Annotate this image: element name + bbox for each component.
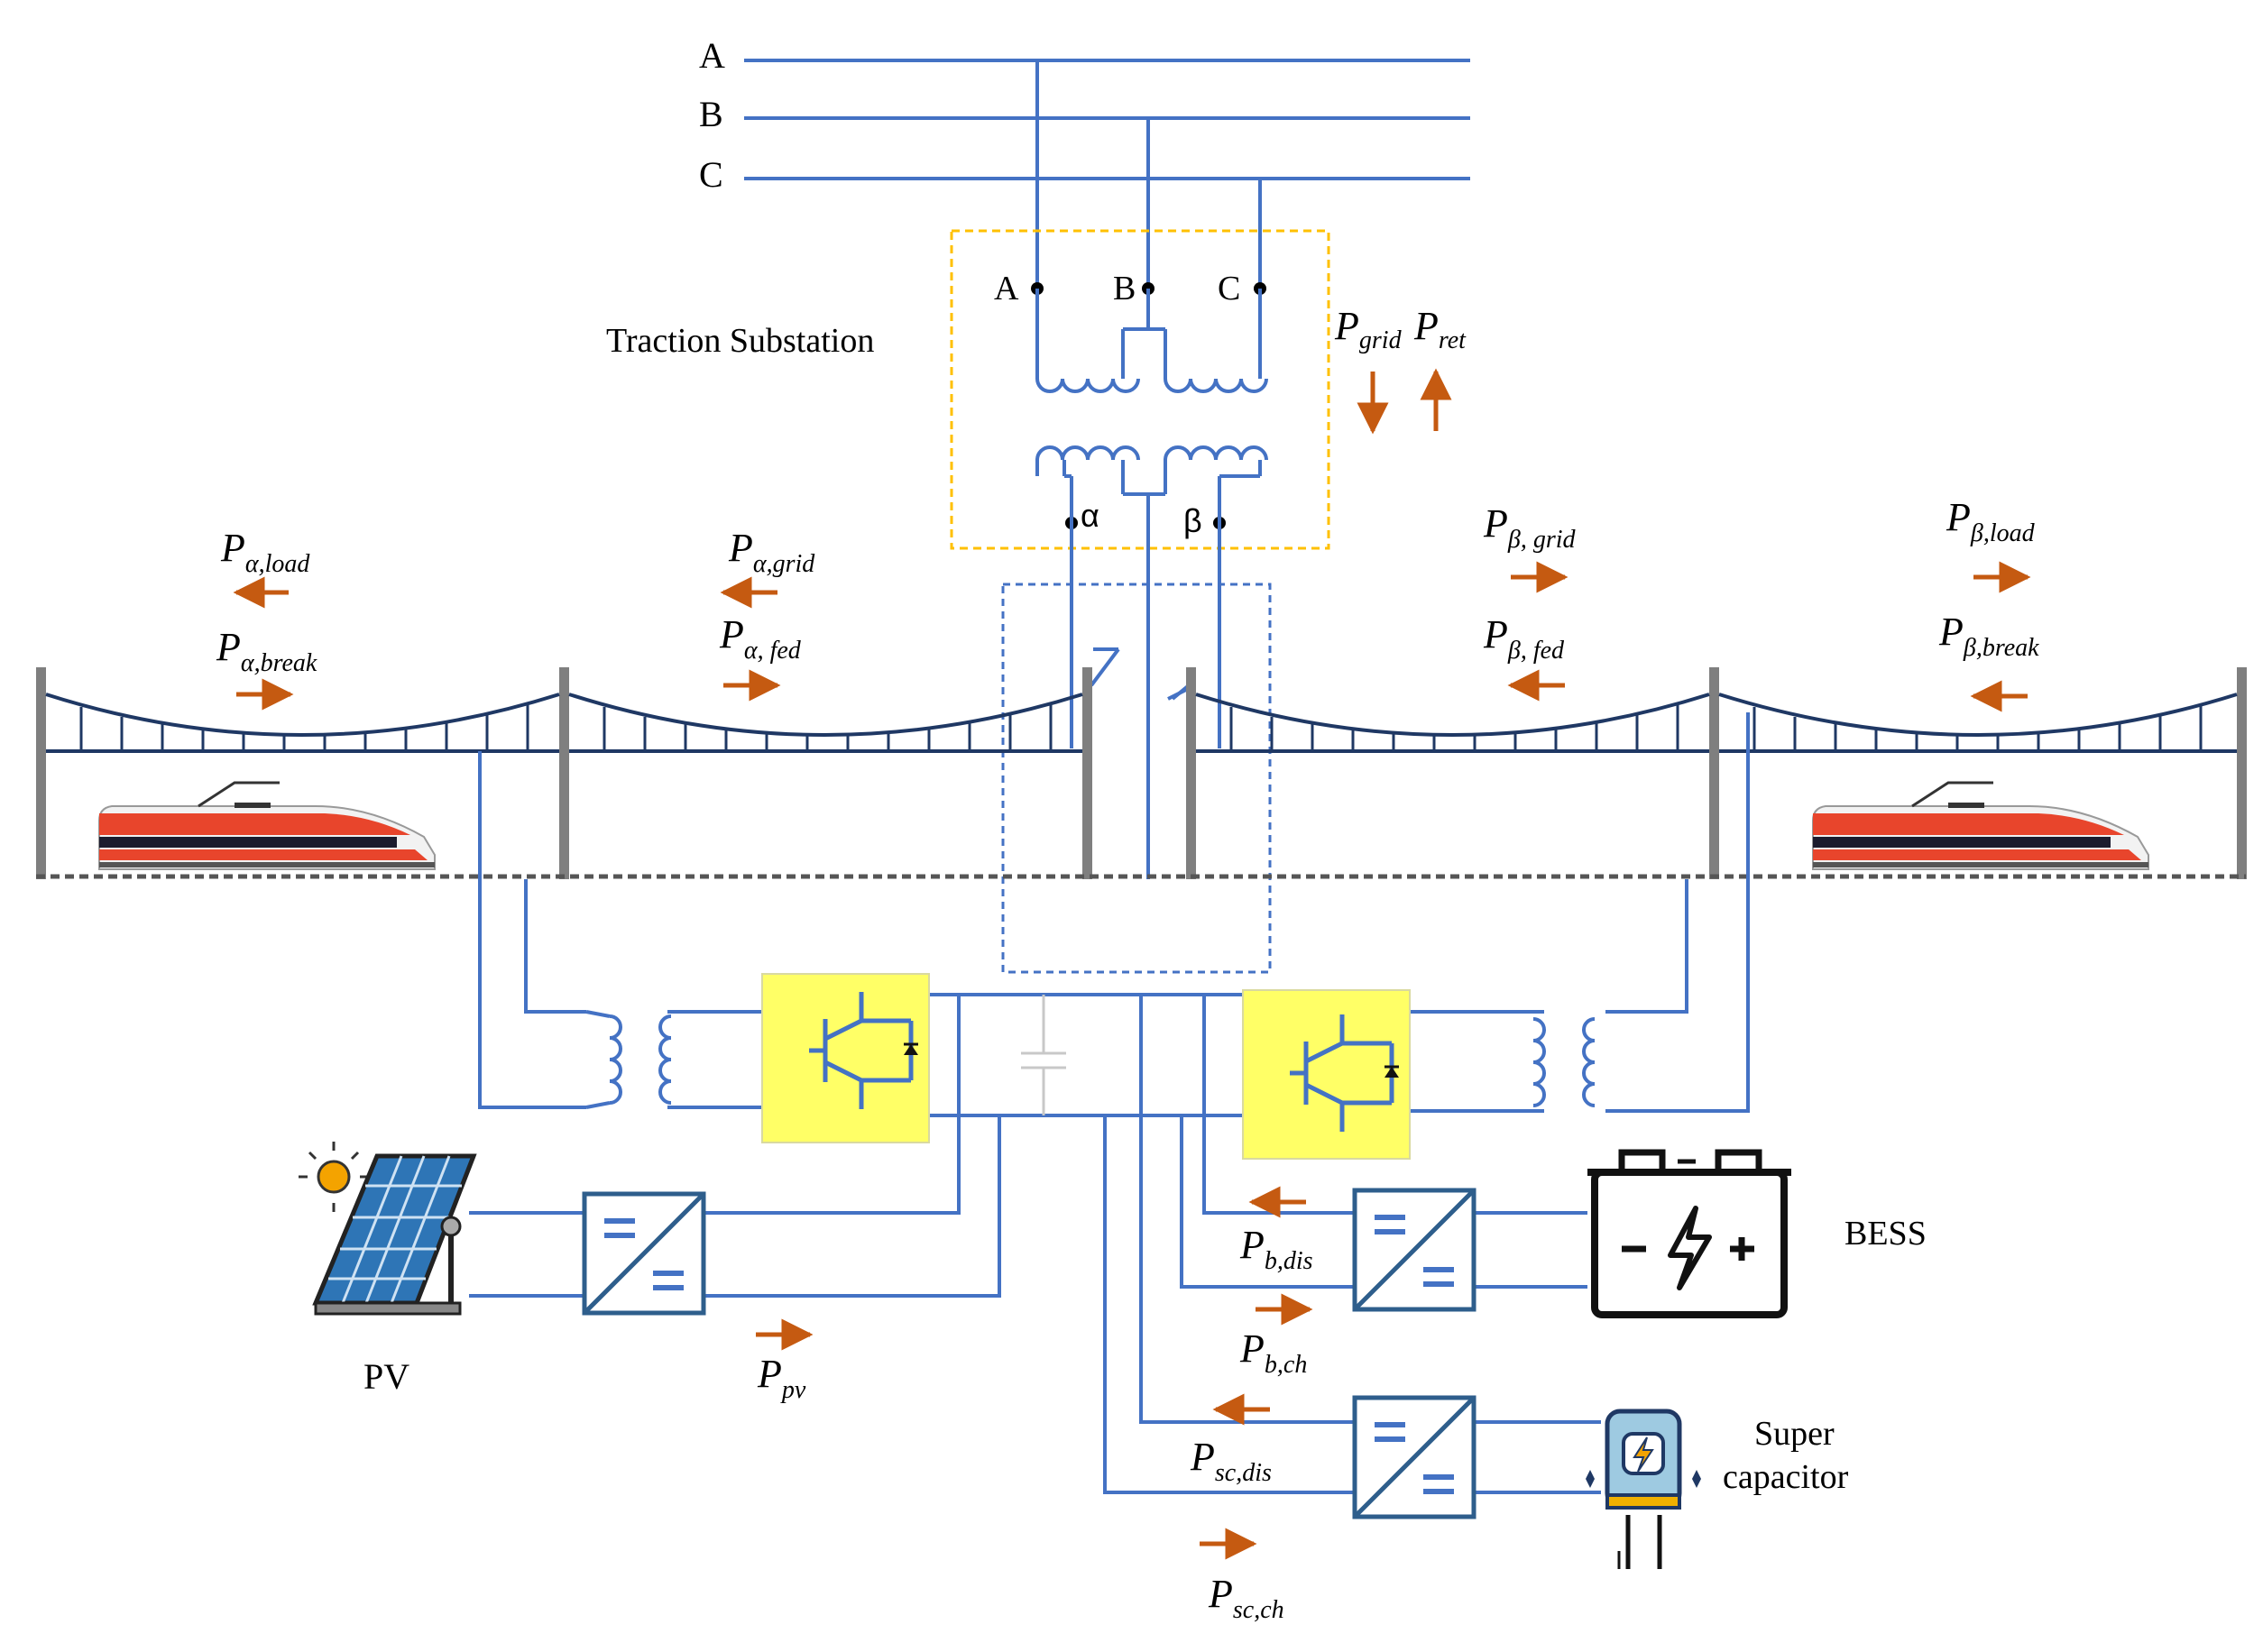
terminal-a-label: A [994, 270, 1019, 307]
terminal-b-label: B [1113, 270, 1136, 307]
traction-substation: Traction Substation A B C [606, 229, 1330, 550]
battery-icon [1587, 1149, 1791, 1318]
isolation-transformer-right [1532, 1017, 1596, 1107]
dc-link-capacitor [1021, 995, 1066, 1115]
controller-wiring [469, 712, 1750, 1494]
p-pv-label: Ppv [757, 1352, 806, 1404]
p-grid-label: Pgrid [1334, 304, 1403, 354]
pv-panel-icon [299, 1142, 477, 1316]
p-b-dis-label: Pb,dis [1239, 1223, 1313, 1275]
bess-label: BESS [1844, 1215, 1927, 1253]
pole [1186, 667, 1196, 879]
p-sc-ch-label: Psc,ch [1208, 1572, 1284, 1624]
p-b-ch-label: Pb,ch [1239, 1326, 1307, 1379]
catenary-system [36, 667, 2247, 879]
isolation-transformer-left [585, 1010, 673, 1109]
substation-feeders [1064, 474, 1260, 879]
p-sc-dis-label: Psc,dis [1190, 1435, 1272, 1487]
section-power-labels: Pα,load Pα,break Pα,grid Pα, fed Pβ, gri… [216, 495, 2039, 712]
p-alpha-break-label: Pα,break [216, 625, 317, 677]
phase-label-c: C [699, 154, 723, 195]
pole [1709, 667, 1719, 879]
pole [559, 667, 569, 879]
phase-label-a: A [699, 35, 725, 76]
train-left [97, 781, 437, 871]
train-right [1811, 781, 2150, 871]
phase-drops [1035, 60, 1262, 289]
substation-label: Traction Substation [606, 322, 874, 360]
converter-right [1242, 989, 1411, 1160]
p-beta-grid-label: Pβ, grid [1483, 501, 1577, 554]
dcdc-converter-bess [1355, 1190, 1474, 1309]
terminal-c-label: C [1218, 270, 1240, 307]
p-beta-fed-label: Pβ, fed [1483, 612, 1565, 665]
substation-border [950, 229, 1330, 550]
section-switch-box [1001, 583, 1272, 974]
converter-left [761, 973, 930, 1143]
grid-power-labels: Pgrid Pret [1334, 304, 1467, 435]
dcdc-converter-pv [584, 1194, 704, 1313]
alpha-terminal-label: α [1081, 497, 1099, 534]
p-alpha-grid-label: Pα,grid [728, 526, 815, 578]
supercapacitor-icon [1586, 1409, 1701, 1569]
pole [2237, 667, 2247, 879]
p-beta-load-label: Pβ,load [1946, 495, 2036, 547]
p-ret-label: Pret [1413, 304, 1467, 354]
beta-terminal-label: β [1183, 502, 1202, 539]
dcdc-converter-supercap [1355, 1398, 1474, 1517]
phase-label-b: B [699, 94, 723, 134]
three-phase-bus: A B C [699, 35, 1470, 195]
p-alpha-fed-label: Pα, fed [719, 612, 802, 665]
pv-label: PV [363, 1356, 409, 1397]
pole [1082, 667, 1092, 879]
p-alpha-load-label: Pα,load [220, 526, 310, 578]
supercap-label-line2: capacitor [1723, 1458, 1849, 1496]
pole [36, 667, 46, 879]
p-beta-break-label: Pβ,break [1938, 610, 2039, 662]
supercap-label-line1: Super [1754, 1415, 1835, 1453]
